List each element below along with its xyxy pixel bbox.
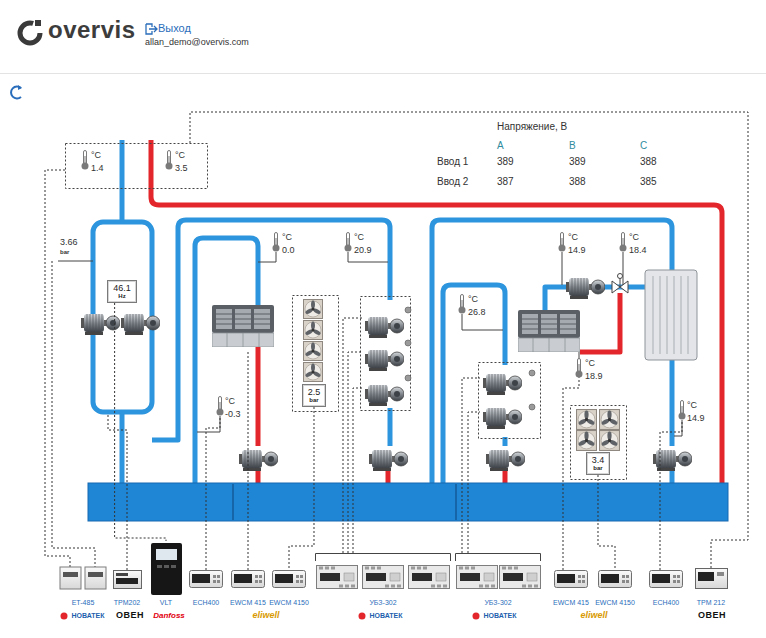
logout-link: Выход (158, 22, 191, 34)
brand-logo: eliwell (580, 611, 607, 621)
interface-module: ET-485 (60, 565, 107, 607)
signal-wire (115, 303, 166, 541)
pressure-display: 3.4bar (586, 452, 611, 475)
temperature-value: 0.0 (282, 246, 295, 256)
signal-wire (289, 407, 314, 568)
device-caption: ТРМ202 (113, 599, 141, 607)
display-unit: Hz (118, 293, 125, 300)
relay-group: УБЗ-302 (455, 551, 541, 607)
device-caption: EWCM 4150 (268, 599, 310, 607)
controller-device: ECH400 (190, 568, 222, 607)
controller-device: ТРМ202 (113, 568, 141, 607)
temperature-unit: °C (568, 233, 578, 243)
device-caption: EWCM 415 (552, 599, 590, 607)
display-value: 2.5 (308, 387, 321, 397)
temperature-unit: °C (175, 151, 185, 161)
temperature-value: 20.9 (354, 246, 372, 256)
voltage-value: 385 (640, 176, 657, 187)
voltage-value: 387 (497, 176, 514, 187)
device-caption: ECH400 (192, 599, 220, 607)
device-caption: УБЗ-302 (483, 599, 512, 607)
controller-device: EWCM 4150 (268, 568, 310, 607)
temperature-unit: °C (91, 151, 101, 161)
brand-logo: НОВАТЕК (483, 612, 516, 620)
controller-device: EWCM 415 (229, 568, 267, 607)
temperature-unit: °C (468, 295, 478, 305)
row-header: Ввод 2 (437, 176, 468, 187)
voltage-value: 388 (640, 156, 657, 167)
device-caption: EWCM 415 (229, 599, 267, 607)
temperature-unit: °C (282, 233, 292, 243)
display-value: 46.1 (113, 283, 131, 293)
relay-group: УБЗ-302 (315, 551, 451, 607)
temperature-value: 18.9 (585, 372, 603, 382)
controller-device: EWCM 4150 (594, 568, 636, 607)
temperature-value: 14.9 (687, 414, 705, 424)
frequency-drive: VLT (151, 541, 182, 607)
display-value: 3.4 (592, 455, 605, 465)
device-caption: ТРМ 212 (696, 599, 726, 607)
temperature-unit: °C (687, 401, 697, 411)
brand-logo: НОВАТЕК (71, 612, 104, 620)
signal-wire (598, 475, 615, 568)
temperature-value: 18.4 (629, 246, 647, 256)
controller-device: EWCM 415 (552, 568, 590, 607)
voltage-value: 389 (569, 156, 586, 167)
device-caption: УБЗ-302 (368, 599, 397, 607)
controller-device: ECH400 (650, 568, 683, 607)
brand-logo: eliwell (252, 611, 279, 621)
temperature-value: 14.9 (568, 246, 586, 256)
logo-text: overvis (48, 17, 136, 43)
device-caption: ET-485 (71, 599, 96, 607)
column-header: B (569, 140, 576, 151)
pressure-value: 3.66 (60, 238, 78, 248)
display-unit: bar (593, 465, 602, 472)
temperature-unit: °C (629, 233, 639, 243)
voltage-value: 389 (497, 156, 514, 167)
brand-logo: НОВАТЕК (369, 612, 402, 620)
temperature-value: -0.3 (225, 410, 241, 420)
brand-logo: ОВЕН (116, 611, 144, 621)
device-caption: ECH400 (652, 599, 680, 607)
row-header: Ввод 1 (437, 156, 468, 167)
pressure-unit: bar (60, 249, 69, 256)
voltage-value: 388 (569, 176, 586, 187)
brand-logo: Danfoss (153, 612, 185, 621)
device-caption: EWCM 4150 (594, 599, 636, 607)
brand-logo: ОВЕН (698, 611, 726, 621)
user-email: allan_demo@overvis.com (145, 38, 249, 48)
temperature-unit: °C (225, 397, 235, 407)
pressure-display: 2.5bar (302, 384, 327, 407)
temperature-value: 3.5 (175, 164, 188, 174)
temperature-value: 1.4 (91, 164, 104, 174)
table-title: Напряжение, В (497, 121, 567, 132)
display-unit: bar (309, 397, 318, 404)
controller-device: ТРМ 212 (695, 566, 727, 607)
column-header: A (497, 140, 504, 151)
device-caption: VLT (159, 599, 173, 607)
temperature-value: 26.8 (468, 308, 486, 318)
column-header: C (640, 140, 647, 151)
frequency-display: 46.1Hz (107, 280, 137, 303)
temperature-unit: °C (354, 233, 364, 243)
temperature-unit: °C (585, 359, 595, 369)
